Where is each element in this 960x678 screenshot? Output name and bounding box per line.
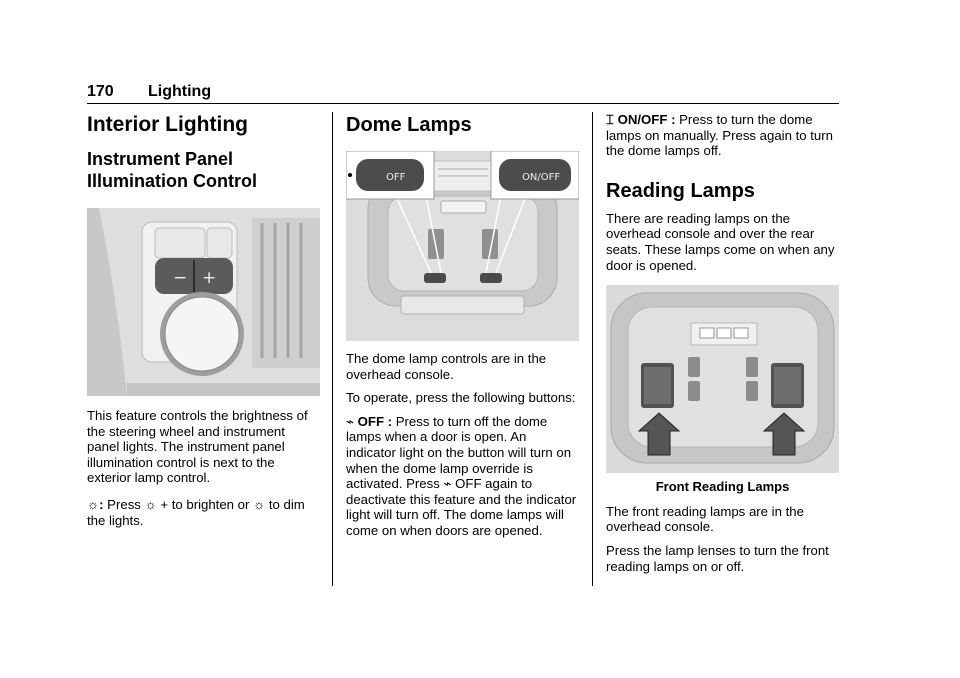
dome-description: The dome lamp controls are in the overhe…: [346, 351, 547, 382]
reading-lamps-location: The front reading lamps are in the overh…: [606, 503, 804, 535]
heading-interior-lighting: Interior Lighting: [87, 113, 248, 136]
overhead-console-photo: OFF ON/OFF: [346, 151, 579, 341]
dome-lamp-override-icon: ⌁: [443, 476, 452, 492]
reading-lamps-photo: [606, 285, 839, 474]
dimmer-plus-label: +: [202, 268, 216, 288]
ip-dimmer-instruction: ☼: Press ☼ + to brighten or ☼ to dim the…: [87, 496, 305, 528]
page-number: 170: [87, 83, 114, 100]
reading-lamps-description: There are reading lamps on the overhead …: [606, 210, 835, 273]
heading-dome-lamps: Dome Lamps: [346, 114, 472, 136]
photo-caption: Front Reading Lamps: [655, 479, 790, 495]
heading-instrument-panel: Instrument Panel Illumination Control: [87, 149, 257, 191]
dome-operate: To operate, press the following buttons:: [346, 390, 576, 406]
column-2: Dome Lamps OFF ON/OFF: [346, 112, 579, 539]
dome-off-label: OFF :: [357, 413, 393, 429]
column-1: Interior Lighting Instrument Panel Illum…: [87, 112, 320, 528]
page-header: 170 Lighting: [87, 83, 839, 104]
dimmer-separator: :: [99, 496, 104, 512]
dome-onoff-instruction: ⌶ ON/OFF : Press to turn the dome lamps …: [606, 112, 833, 159]
instrument-panel-photo: − +: [87, 208, 320, 396]
column-divider: [592, 112, 593, 586]
ip-description: This feature controls the brightness of …: [87, 408, 308, 486]
reading-lamps-operate: Press the lamp lenses to turn the front …: [606, 542, 829, 574]
dome-off-instruction: ⌁ OFF : Press to turn off the dome lamps…: [346, 413, 577, 538]
dimmer-icon: ☼: [253, 496, 266, 512]
dimmer-minus-label: −: [173, 268, 187, 288]
photo-off-label: OFF: [386, 172, 406, 183]
column-3: ⌶ ON/OFF : Press to turn the dome lamps …: [606, 112, 839, 574]
heading-reading-lamps: Reading Lamps: [606, 179, 755, 202]
dome-lamp-icon: ⌶: [606, 112, 614, 127]
dome-onoff-label: ON/OFF :: [617, 112, 676, 127]
section-title: Lighting: [148, 83, 212, 100]
dimmer-icon: ☼: [144, 496, 157, 512]
dome-lamp-override-icon: ⌁: [346, 413, 354, 429]
dimmer-icon: ☼: [87, 496, 100, 512]
photo-on-off-label: ON/OFF: [522, 172, 560, 183]
column-divider: [332, 112, 333, 586]
